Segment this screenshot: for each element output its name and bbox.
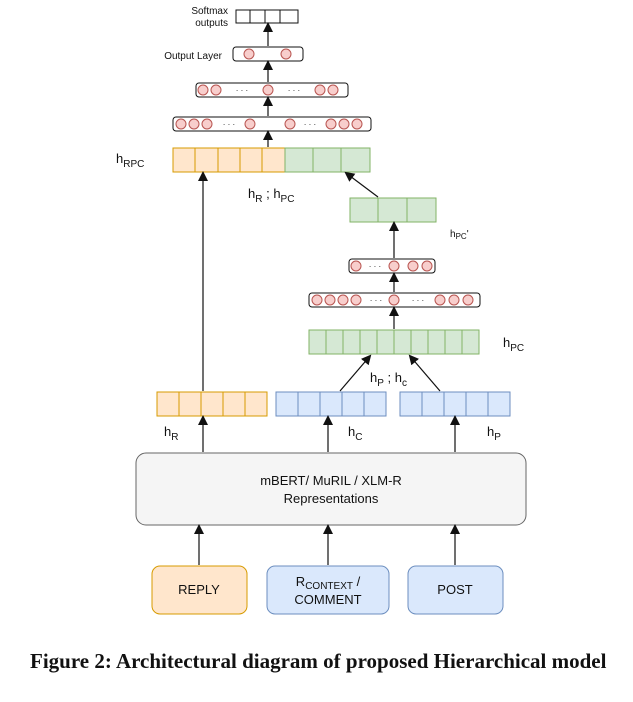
arrow-h-p-to-h-pc (408, 354, 441, 392)
input-post-label: POST (437, 582, 472, 597)
h-pc-label: hPC (503, 335, 524, 354)
h-r-label: hR (164, 424, 178, 443)
ellipsis: · · · (288, 86, 300, 95)
h-r-h-pc-label: hR ; hPC (248, 186, 294, 205)
softmax-output-box (235, 9, 299, 24)
ellipsis: · · · (369, 262, 381, 271)
arrow-h-pc-prime-to-h-rpc (344, 171, 379, 198)
input-post: POST (407, 565, 504, 615)
h-pc-prime-label: hPC' (450, 229, 469, 241)
softmax-label-line2: outputs (195, 18, 228, 29)
ellipsis: · · · (412, 296, 424, 305)
h-rpc-label: hRPC (116, 151, 144, 170)
h-rpc-vector (172, 147, 371, 173)
arrow-h-c-to-h-pc (339, 354, 372, 392)
ellipsis: · · · (236, 86, 248, 95)
h-pc-vector (308, 329, 480, 355)
ellipsis: · · · (370, 296, 382, 305)
h-c-vector (275, 391, 387, 417)
h-c-label: hC (348, 424, 362, 443)
input-context-label: RCONTEXT / (296, 574, 361, 592)
dense-layer-top: · · · · · · (195, 82, 349, 98)
encoder-label-line2: Representations (284, 491, 379, 506)
encoder-label-line1: mBERT/ MuRIL / XLM-R (260, 473, 402, 488)
output-layer-label: Output Layer (164, 51, 222, 62)
input-reply-label: REPLY (178, 582, 220, 597)
ellipsis: · · · (304, 120, 316, 129)
softmax-label-line1: Softmax (191, 6, 228, 17)
figure-caption: Figure 2: Architectural diagram of propo… (30, 649, 607, 673)
output-layer-nodes (232, 46, 304, 62)
dense-layer-branch-top: · · · (348, 258, 436, 274)
h-p-vector (399, 391, 511, 417)
input-context-comment: RCONTEXT / COMMENT (266, 565, 390, 615)
architecture-diagram: Softmax outputs Output Layer · · · · · ·… (116, 6, 527, 615)
dense-layer-lower: · · · · · · (172, 116, 372, 132)
dense-layer-branch-lower: · · · · · · (308, 292, 481, 308)
ellipsis: · · · (223, 120, 235, 129)
h-p-h-c-label: hP ; hc (370, 370, 407, 389)
h-p-label: hP (487, 424, 501, 443)
h-r-vector (156, 391, 268, 417)
input-comment-label: COMMENT (294, 592, 361, 607)
h-pc-prime-vector (349, 197, 437, 223)
encoder-box: mBERT/ MuRIL / XLM-R Representations (135, 452, 527, 526)
input-reply: REPLY (151, 565, 248, 615)
